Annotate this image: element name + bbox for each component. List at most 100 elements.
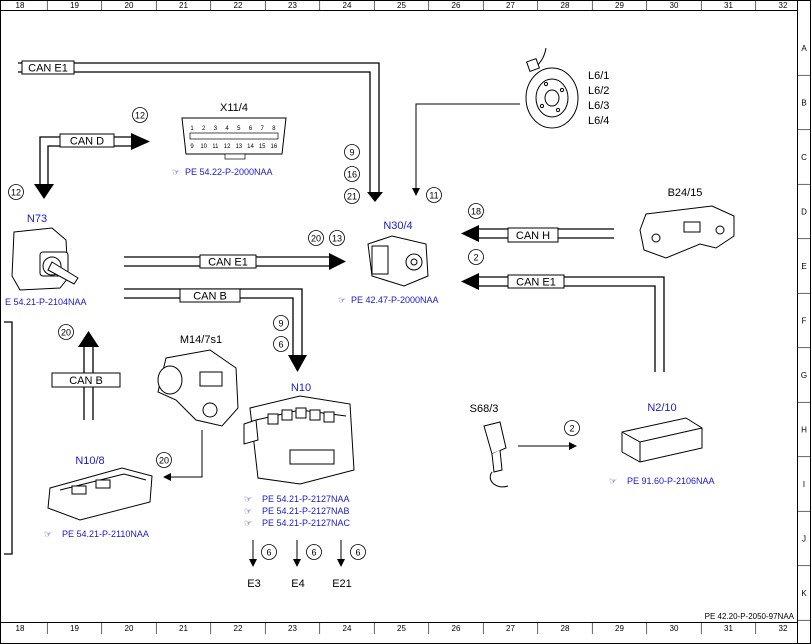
grid-col-label: 24	[343, 1, 352, 10]
bus-can-e1-right	[478, 276, 665, 372]
pe-ref-icon: ☞	[244, 494, 252, 504]
l6-3-label: L6/3	[588, 100, 609, 112]
n30-4-label: N30/4	[383, 220, 412, 232]
grid-col-label: 28	[561, 1, 570, 10]
grid-col-label: 32	[779, 1, 788, 10]
n30-4-ref: PE 42.47-P-2000NAA	[351, 295, 439, 305]
grid-row-label: K	[801, 589, 807, 598]
grid-col-label: 27	[506, 1, 515, 10]
n10-sam-unit	[243, 395, 355, 485]
grid-row-label: B	[801, 99, 806, 108]
grid-row-label: F	[802, 317, 807, 326]
s68-3-switch	[483, 421, 509, 488]
arrow-right	[131, 133, 150, 150]
pin-number: 9	[190, 144, 194, 150]
grid-col-label: 26	[452, 624, 461, 633]
pin-number: 16	[271, 144, 278, 150]
arrow-right	[329, 253, 346, 270]
n30-4-control-unit	[367, 235, 429, 287]
grid-row-label: D	[801, 208, 807, 217]
arrow-left	[461, 273, 479, 290]
n2-10-unit	[621, 417, 703, 463]
circled-number-text: 12 12 9 16 21 11 20 13 18 2 9 6 20 20 2 …	[11, 111, 575, 558]
n73-label: N73	[27, 213, 47, 225]
can-e1-mid-label: CAN E1	[208, 257, 248, 269]
circle-13: 13	[332, 234, 342, 244]
arrow-down	[288, 355, 307, 372]
x11-4-label: X11/4	[220, 102, 248, 114]
grid-col-label: 31	[724, 1, 733, 10]
l6-1-label: L6/1	[588, 70, 609, 82]
pin-number: 12	[224, 144, 231, 150]
can-e1-top-label: CAN E1	[28, 63, 68, 75]
pin-number: 10	[200, 144, 207, 150]
can-b-mid-label: CAN B	[193, 291, 227, 303]
can-d-label: CAN D	[70, 136, 104, 148]
pin-number: 11	[212, 144, 219, 150]
signal-lines	[163, 103, 577, 567]
grid-col-label: 20	[125, 624, 134, 633]
x11-4-connector	[181, 117, 287, 160]
grid-row-label: J	[802, 535, 806, 544]
can-e1-right-label: CAN E1	[516, 277, 556, 289]
circle-11: 11	[429, 191, 438, 201]
grid-row-labels: ABCDEFGHIJKL	[797, 44, 811, 644]
n2-10-ref: PE 91.60-P-2106NAA	[627, 476, 715, 486]
grid-col-label: 30	[670, 1, 679, 10]
grid-row-label: E	[801, 262, 806, 271]
circle-20: 20	[61, 328, 71, 338]
pin-number: 5	[237, 126, 241, 132]
grid-col-label: 25	[397, 1, 406, 10]
pin-number: 3	[214, 126, 218, 132]
grid-col-label: 23	[288, 624, 297, 633]
grid-col-label: 18	[16, 624, 25, 633]
circle-6: 6	[278, 340, 283, 350]
pe-ref-icon: ☞	[244, 518, 252, 528]
grid-col-label: 25	[397, 624, 406, 633]
l6-2-label: L6/2	[588, 85, 609, 97]
m14-7s1-label: M14/7s1	[180, 334, 222, 346]
grid-col-label: 21	[179, 624, 188, 633]
grid-col-label: 19	[70, 624, 79, 633]
grid-col-label: 20	[125, 1, 134, 10]
can-h-label: CAN H	[516, 230, 550, 242]
grid-col-label: 27	[506, 624, 515, 633]
circle-2: 2	[473, 253, 478, 263]
b24-15-label: B24/15	[668, 187, 703, 199]
pin-number: 14	[247, 144, 254, 150]
circle-2: 2	[569, 424, 574, 434]
l6-brake-disc	[525, 47, 579, 129]
pin-number: 7	[261, 126, 265, 132]
grid-row-label: I	[803, 480, 805, 489]
grid-col-label: 23	[288, 1, 297, 10]
can-b-left-label: CAN B	[69, 375, 103, 387]
n73-ref: E 54.21-P-2104NAA	[5, 297, 87, 307]
pin-number: 1	[190, 126, 194, 132]
circle-12-top: 12	[135, 111, 145, 121]
n10-ref-1: PE 54.21-P-2127NAA	[262, 494, 350, 504]
grid-col-label: 29	[615, 1, 624, 10]
n10-8-ref: PE 54.21-P-2110NAA	[62, 529, 149, 539]
grid-col-label: 22	[234, 1, 243, 10]
n10-8-label: N10/8	[75, 455, 104, 467]
x11-4-ref: PE 54.22-P-2000NAA	[185, 167, 273, 177]
n10-ref-3: PE 54.21-P-2127NAC	[262, 518, 351, 528]
footer-code: PE 42.20-P-2050-97NAA	[705, 612, 795, 621]
n10-label: N10	[291, 382, 311, 394]
pe-ref-icon: ☞	[44, 529, 52, 539]
bus-can-e1-top	[18, 62, 380, 193]
circle-6: 6	[311, 548, 316, 558]
grid-col-label: 19	[70, 1, 79, 10]
pe-ref-icon: ☞	[609, 476, 617, 486]
circle-20: 20	[159, 456, 169, 466]
left-edge-line	[4, 321, 13, 555]
grid-col-label: 18	[16, 1, 25, 10]
grid-col-label: 24	[343, 624, 352, 633]
grid-row-label: A	[801, 44, 807, 53]
arrow-down	[367, 192, 383, 202]
